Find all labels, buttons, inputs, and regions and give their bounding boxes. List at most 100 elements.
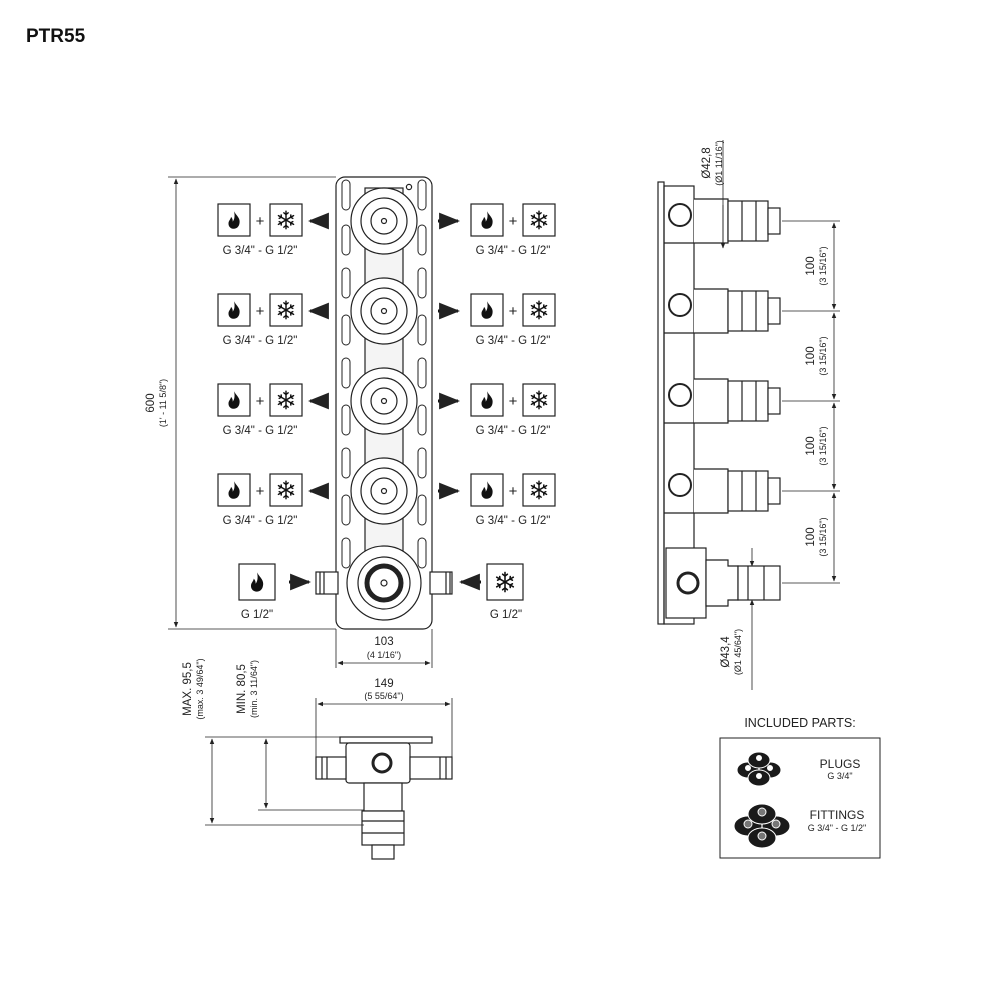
side-outlets: [664, 198, 781, 514]
slot-right-6: [417, 447, 427, 479]
side-outlet-2: [664, 288, 781, 334]
plate-width-inch: (4 1/16"): [367, 650, 401, 660]
plate-width-mm: 103: [374, 636, 393, 648]
slot-left-0: [341, 179, 351, 211]
outlet-1-left-connection: G 3/4" - G 1/2": [223, 245, 298, 257]
side-outlet-4: [664, 468, 781, 514]
height-inch: (1' - 11 5/8"): [158, 379, 168, 427]
spacing-1-inch: (3 15/16"): [818, 246, 828, 285]
side-plate: [657, 181, 665, 625]
plus-icon: +: [509, 483, 518, 500]
slot-left-1: [341, 224, 351, 256]
slot-right-7: [417, 494, 427, 526]
slot-right-0: [417, 179, 427, 211]
outlet-2-left: + G 3/4" - G 1/2": [217, 293, 329, 347]
fittings-illustration: [733, 803, 791, 849]
slot-left-6: [341, 447, 351, 479]
slot-left-2: [341, 267, 351, 299]
fittings-label: FITTINGS: [810, 808, 865, 822]
plate-width-dimension: [335, 629, 433, 668]
outlet-diameter-mm: Ø42,8: [701, 147, 713, 178]
slot-right-1: [417, 224, 427, 256]
slot-right-3: [417, 314, 427, 346]
outlet-4-left: + G 3/4" - G 1/2": [217, 473, 329, 527]
outlet-2-left-connection: G 3/4" - G 1/2": [223, 335, 298, 347]
plus-icon: +: [509, 303, 518, 320]
slot-right-5: [417, 404, 427, 436]
spacing-4-inch: (3 15/16"): [818, 517, 828, 556]
plus-icon: +: [509, 393, 518, 410]
height-dimension: [168, 176, 336, 630]
side-inlet: [665, 547, 781, 619]
slot-left-8: [341, 537, 351, 569]
outlet-1-right-connection: G 3/4" - G 1/2": [476, 245, 551, 257]
depth-dimensions: [205, 736, 364, 826]
inlet-diameter-mm: Ø43,4: [720, 636, 732, 668]
outlet-3-left-connection: G 3/4" - G 1/2": [223, 425, 298, 437]
slot-right-2: [417, 267, 427, 299]
side-outlet-1: [664, 198, 781, 244]
screw-hole: [405, 183, 413, 191]
outlet-4-left-connection: G 3/4" - G 1/2": [223, 515, 298, 527]
overall-width-inch: (5 55/64"): [364, 691, 403, 701]
diverter-valves: [350, 187, 418, 525]
cold-inlet-connection: G 1/2": [490, 609, 522, 621]
spacing-2-inch: (3 15/16"): [818, 336, 828, 375]
mounting-plate: [335, 176, 433, 630]
slot-left-5: [341, 404, 351, 436]
outlet-3-right: + G 3/4" - G 1/2": [438, 383, 556, 437]
plugs-spec: G 3/4": [827, 771, 852, 781]
plus-icon: +: [256, 483, 265, 500]
outlet-4-right: + G 3/4" - G 1/2": [438, 473, 556, 527]
overall-width-mm: 149: [374, 678, 393, 690]
plus-icon: +: [256, 393, 265, 410]
outlet-1-right: + G 3/4" - G 1/2": [438, 203, 556, 257]
slot-left-3: [341, 314, 351, 346]
included-parts-box: [719, 737, 881, 859]
plus-icon: +: [509, 213, 518, 230]
diverter-valve-3: [350, 367, 418, 435]
plus-icon: +: [256, 303, 265, 320]
spacing-dimensions: [782, 220, 840, 584]
depth-min-inch: (min. 3 11/64"): [249, 660, 259, 718]
spacing-3-mm: 100: [805, 436, 817, 455]
outlet-2-right: + G 3/4" - G 1/2": [438, 293, 556, 347]
outlet-2-right-connection: G 3/4" - G 1/2": [476, 335, 551, 347]
top-view: [315, 736, 453, 860]
outlet-3-right-connection: G 3/4" - G 1/2": [476, 425, 551, 437]
spacing-2-mm: 100: [805, 346, 817, 365]
cold-inlet: G 1/2": [458, 563, 524, 621]
hot-inlet-connection: G 1/2": [241, 609, 273, 621]
outlet-3-left: + G 3/4" - G 1/2": [217, 383, 329, 437]
fittings-spec: G 3/4" - G 1/2": [808, 823, 866, 833]
plugs-label: PLUGS: [820, 757, 861, 771]
diverter-valve-2: [350, 277, 418, 345]
top-plate: [339, 736, 433, 744]
spacing-1-mm: 100: [805, 256, 817, 275]
product-code: PTR55: [26, 26, 86, 47]
mixer-inlet-body: [315, 545, 453, 621]
plate-slots: [341, 179, 427, 569]
included-parts-title: INCLUDED PARTS:: [744, 716, 855, 730]
inlet-diameter-inch: (Ø1 45/64"): [733, 629, 743, 675]
height-mm: 600: [145, 393, 157, 412]
slot-left-7: [341, 494, 351, 526]
slot-right-4: [417, 357, 427, 389]
outlet-4-right-connection: G 3/4" - G 1/2": [476, 515, 551, 527]
spacing-4-mm: 100: [805, 527, 817, 546]
slot-right-8: [417, 537, 427, 569]
depth-min-mm: MIN. 80,5: [236, 664, 248, 714]
overall-width-dimension: [315, 698, 453, 760]
plugs-illustration: [736, 751, 782, 787]
slot-left-4: [341, 357, 351, 389]
depth-max-inch: (max. 3 49/64"): [195, 658, 205, 719]
spacing-3-inch: (3 15/16"): [818, 426, 828, 465]
outlet-1-left: +G 3/4" - G 1/2": [217, 203, 329, 257]
diverter-valve-1: [350, 187, 418, 255]
outlet-connections: + G 3/4" - G 1/2" + G 3/4" - G 1/2" + G 3/4" …: [217, 203, 556, 527]
hot-inlet: G 1/2": [238, 563, 312, 621]
depth-max-mm: MAX. 95,5: [182, 662, 194, 716]
side-outlet-3: [664, 378, 781, 424]
diverter-valve-4: [350, 457, 418, 525]
